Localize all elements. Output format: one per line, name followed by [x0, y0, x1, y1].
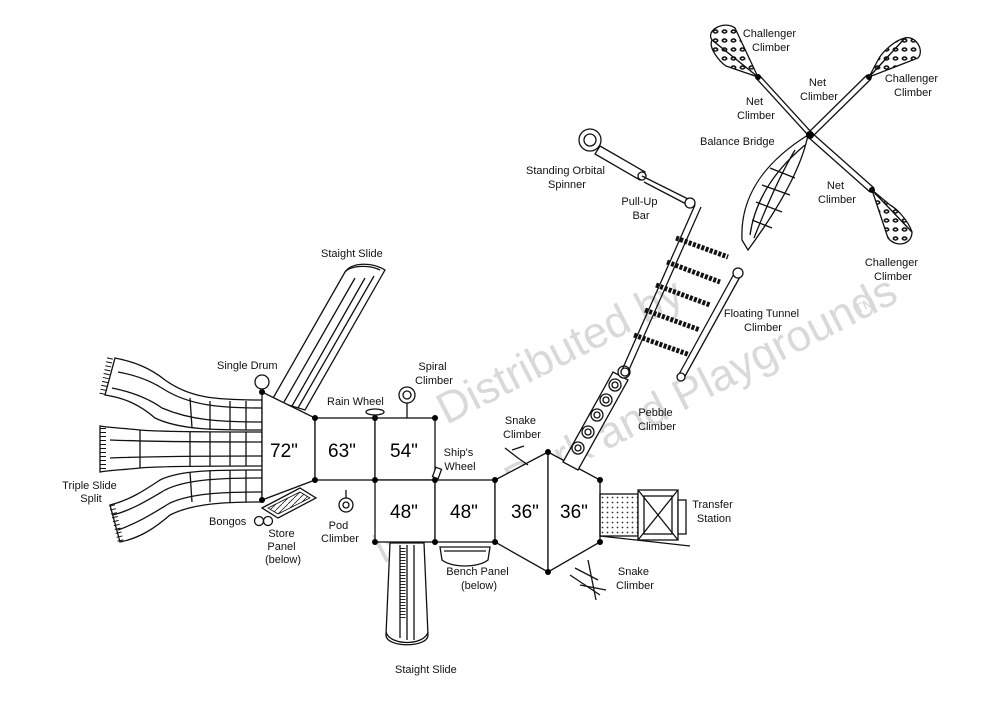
label-floating-tunnel-climber: Floating Tunnel Climber	[724, 308, 802, 334]
challenger-climber-right	[868, 36, 921, 78]
label-net-climber-lower: Net Climber	[818, 180, 856, 206]
label-staight-slide-bottom: Staight Slide	[395, 664, 457, 676]
label-challenger-climber-top: Challenger Climber	[743, 28, 799, 54]
label-challenger-climber-right: Challenger Climber	[885, 73, 941, 99]
deck-36b-height: 36"	[560, 502, 588, 523]
rain-wheel	[365, 408, 385, 418]
label-bongos: Bongos	[209, 516, 247, 528]
deck-54	[374, 417, 436, 481]
net-climber-arms	[755, 74, 875, 193]
label-store-panel: Store Panel (below)	[265, 528, 301, 566]
ships-wheel	[431, 466, 443, 480]
spiral-climber	[398, 386, 416, 418]
deck-48a	[374, 479, 436, 543]
bongos	[253, 515, 274, 527]
snake-climber-bottom	[569, 559, 607, 601]
transfer-station	[599, 489, 691, 547]
bench-panel	[439, 546, 491, 567]
label-spiral-climber: Spiral Climber	[415, 361, 453, 387]
straight-slide-top	[271, 263, 386, 411]
label-snake-climber-bottom: Snake Climber	[616, 566, 654, 592]
deck-54-height: 54"	[390, 441, 418, 462]
label-rain-wheel: Rain Wheel	[327, 396, 384, 408]
label-staight-slide-top: Staight Slide	[321, 248, 383, 260]
single-drum	[254, 374, 270, 392]
pebble-climber	[562, 365, 631, 471]
deck-48b-height: 48"	[450, 502, 478, 523]
label-challenger-climber-bottom: Challenger Climber	[865, 257, 921, 283]
deck-structure: 72" 63" 54" 48" 48" 36" 36"	[259, 389, 603, 575]
deck-36a-height: 36"	[511, 502, 539, 523]
challenger-climber-bottom	[871, 189, 913, 245]
label-net-climber-right: Net Climber	[800, 77, 838, 103]
standing-orbital-spinner	[578, 128, 647, 181]
label-pull-up-bar: Pull-Up Bar	[621, 196, 660, 222]
label-snake-climber-top: Snake Climber	[503, 415, 541, 441]
label-triple-slide-split: Triple Slide Split	[62, 480, 120, 505]
label-balance-bridge: Balance Bridge	[700, 136, 775, 148]
triple-slide-split	[99, 357, 263, 544]
deck-72-height: 72"	[270, 441, 298, 462]
label-pebble-climber: Pebble Climber	[638, 407, 676, 433]
label-transfer-station: Transfer Station	[692, 499, 736, 525]
label-net-climber-left: Net Climber	[737, 96, 775, 122]
label-single-drum: Single Drum	[217, 360, 278, 372]
store-panel	[260, 487, 318, 519]
deck-63	[314, 417, 376, 481]
challenger-climber-top	[709, 24, 759, 78]
deck-48a-height: 48"	[390, 502, 418, 523]
snake-climber-top	[504, 445, 529, 466]
balance-bridge	[741, 133, 809, 252]
floating-tunnel-climber	[620, 204, 744, 382]
pull-up-bar	[641, 175, 696, 209]
deck-63-height: 63"	[328, 441, 356, 462]
label-standing-orbital-spinner: Standing Orbital Spinner	[526, 165, 608, 191]
straight-slide-bottom	[385, 542, 429, 646]
label-ships-wheel: Ship's Wheel	[444, 447, 477, 473]
pod-climber	[338, 490, 354, 513]
label-pod-climber: Pod Climber	[321, 520, 359, 545]
label-bench-panel: Bench Panel (below)	[446, 566, 511, 592]
